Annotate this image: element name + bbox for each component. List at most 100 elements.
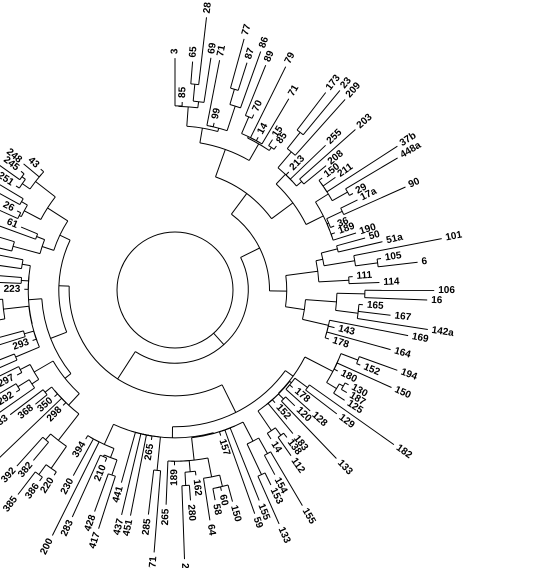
internal-branch xyxy=(156,437,161,471)
leaf-label: 6 xyxy=(421,256,428,268)
leaf-branch xyxy=(357,318,428,330)
internal-branch xyxy=(17,379,30,388)
leaf-branch xyxy=(326,145,398,193)
internal-branch xyxy=(221,384,237,413)
internal-branch xyxy=(103,424,114,445)
leaf-branch xyxy=(294,99,346,156)
leaf-label: 36 xyxy=(336,215,351,230)
internal-branch xyxy=(335,309,359,314)
internal-branch xyxy=(50,446,67,469)
leaf-label: 203 xyxy=(355,112,375,132)
leaf-branch xyxy=(0,353,15,361)
leaf-branch xyxy=(188,485,191,501)
leaf-branch xyxy=(203,57,212,103)
internal-arc xyxy=(326,218,331,228)
leaf-label: 167 xyxy=(394,310,412,323)
leaf-branch xyxy=(35,394,48,405)
internal-branch xyxy=(248,143,260,161)
internal-arc xyxy=(45,464,57,473)
internal-branch xyxy=(64,373,72,379)
internal-arc xyxy=(286,148,296,156)
leaf-branch xyxy=(227,484,233,502)
leaf-label: 142a xyxy=(431,325,455,339)
leaf-label: 70 xyxy=(250,98,265,113)
leaf-branch xyxy=(212,488,216,501)
leaf-label: 150 xyxy=(228,504,243,523)
leaf-branch xyxy=(270,451,303,506)
internal-arc xyxy=(315,260,320,282)
leaf-label: 105 xyxy=(384,250,403,263)
leaf-label: 89 xyxy=(262,49,277,64)
leaf-branch xyxy=(51,441,100,536)
leaf-label: 114 xyxy=(383,276,400,288)
leaf-branch xyxy=(261,98,290,145)
internal-branch xyxy=(21,201,28,206)
internal-branch xyxy=(271,202,294,220)
internal-arc xyxy=(340,382,346,390)
internal-arc xyxy=(180,457,208,462)
leaf-branch xyxy=(130,434,147,516)
leaf-label: 87 xyxy=(243,46,257,60)
internal-branch xyxy=(305,299,337,303)
leaf-branch xyxy=(267,403,294,434)
leaf-branch xyxy=(305,389,338,415)
leaf-label: 43 xyxy=(26,155,42,171)
leaf-label: 213 xyxy=(288,153,308,173)
leaf-branch xyxy=(340,199,358,209)
internal-arc xyxy=(113,423,151,437)
internal-arc xyxy=(28,379,36,389)
internal-branch xyxy=(3,305,29,310)
internal-branch xyxy=(240,247,260,258)
leaf-branch xyxy=(0,165,21,181)
leaf-branch xyxy=(332,232,357,241)
internal-arc xyxy=(209,125,228,132)
internal-branch xyxy=(215,149,226,178)
internal-branch xyxy=(68,393,80,406)
internal-branch xyxy=(50,331,67,339)
internal-arc xyxy=(42,389,48,396)
leaf-branch xyxy=(273,145,277,150)
leaf-label: 51a xyxy=(385,232,404,247)
leaf-branch xyxy=(299,129,356,180)
leaf-branch xyxy=(0,359,18,369)
leaf-label: 178 xyxy=(331,335,351,351)
leaf-label: 223 xyxy=(4,284,21,295)
internal-branch xyxy=(117,351,136,380)
leaf-branch xyxy=(244,65,267,116)
leaf-branch xyxy=(16,210,21,214)
internal-branch xyxy=(0,265,22,270)
leaf-branch xyxy=(165,460,169,505)
internal-arc xyxy=(68,286,223,397)
leaf-branch xyxy=(0,281,22,284)
leaf-label: 333 xyxy=(0,413,11,432)
leaf-branch xyxy=(277,437,292,456)
internal-branch xyxy=(326,210,343,220)
internal-arc xyxy=(193,100,205,103)
internal-branch xyxy=(340,353,359,361)
leaf-branch xyxy=(289,384,294,388)
leaf-branch xyxy=(358,310,391,316)
tree-branches xyxy=(0,17,442,560)
leaf-label: 150 xyxy=(393,384,413,401)
internal-branch xyxy=(217,128,220,132)
internal-branch xyxy=(38,464,47,475)
leaf-branch xyxy=(33,441,49,461)
internal-branch xyxy=(268,147,272,151)
internal-branch xyxy=(226,105,236,131)
internal-branch xyxy=(315,193,329,203)
internal-branch xyxy=(318,279,349,283)
leaf-branch xyxy=(324,337,330,340)
leaf-branch xyxy=(0,336,26,346)
leaf-branch xyxy=(17,471,36,495)
leaf-branch xyxy=(0,193,21,206)
internal-branch xyxy=(192,84,196,102)
leaf-label: 275 xyxy=(179,563,191,568)
leaf-label: 417 xyxy=(87,530,103,550)
internal-arc xyxy=(376,259,379,267)
leaf-label: 189 xyxy=(169,469,180,486)
leaf-branch xyxy=(212,122,215,127)
leaf-branch xyxy=(318,177,323,181)
leaf-branch xyxy=(62,402,67,406)
leaf-branch xyxy=(150,435,153,440)
leaf-label: 133 xyxy=(335,458,355,478)
